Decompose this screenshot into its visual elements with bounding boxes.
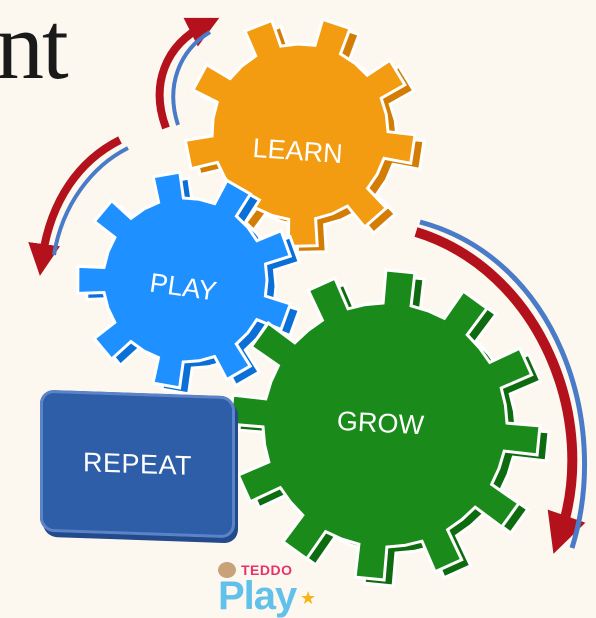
grow-gear bbox=[228, 268, 551, 588]
repeat-box: REPEAT bbox=[40, 389, 235, 539]
arrow-right-red bbox=[414, 227, 586, 554]
cycle-arrows bbox=[28, 17, 587, 554]
arrow-right-blue bbox=[419, 219, 587, 549]
arrow-left-red bbox=[28, 136, 122, 276]
teddo-play-logo: TEDDO Play ★ bbox=[214, 560, 324, 618]
gear-play-face bbox=[76, 170, 293, 390]
gear-grow-face bbox=[228, 268, 542, 582]
logo-bottom-text: Play bbox=[218, 574, 297, 618]
arrow-top-blue bbox=[171, 30, 212, 126]
logo-top-text: TEDDO bbox=[241, 562, 293, 578]
arrow-top-red bbox=[155, 17, 220, 130]
star-icon: ★ bbox=[300, 588, 317, 608]
play-gear bbox=[76, 170, 302, 396]
arrow-left-blue bbox=[52, 146, 129, 256]
grow-label: GROW bbox=[336, 406, 425, 441]
title-fragment: nt bbox=[0, 0, 69, 99]
repeat-label: REPEAT bbox=[82, 446, 193, 481]
teddy-bear-icon bbox=[218, 562, 236, 578]
learn-label: LEARN bbox=[252, 133, 344, 169]
